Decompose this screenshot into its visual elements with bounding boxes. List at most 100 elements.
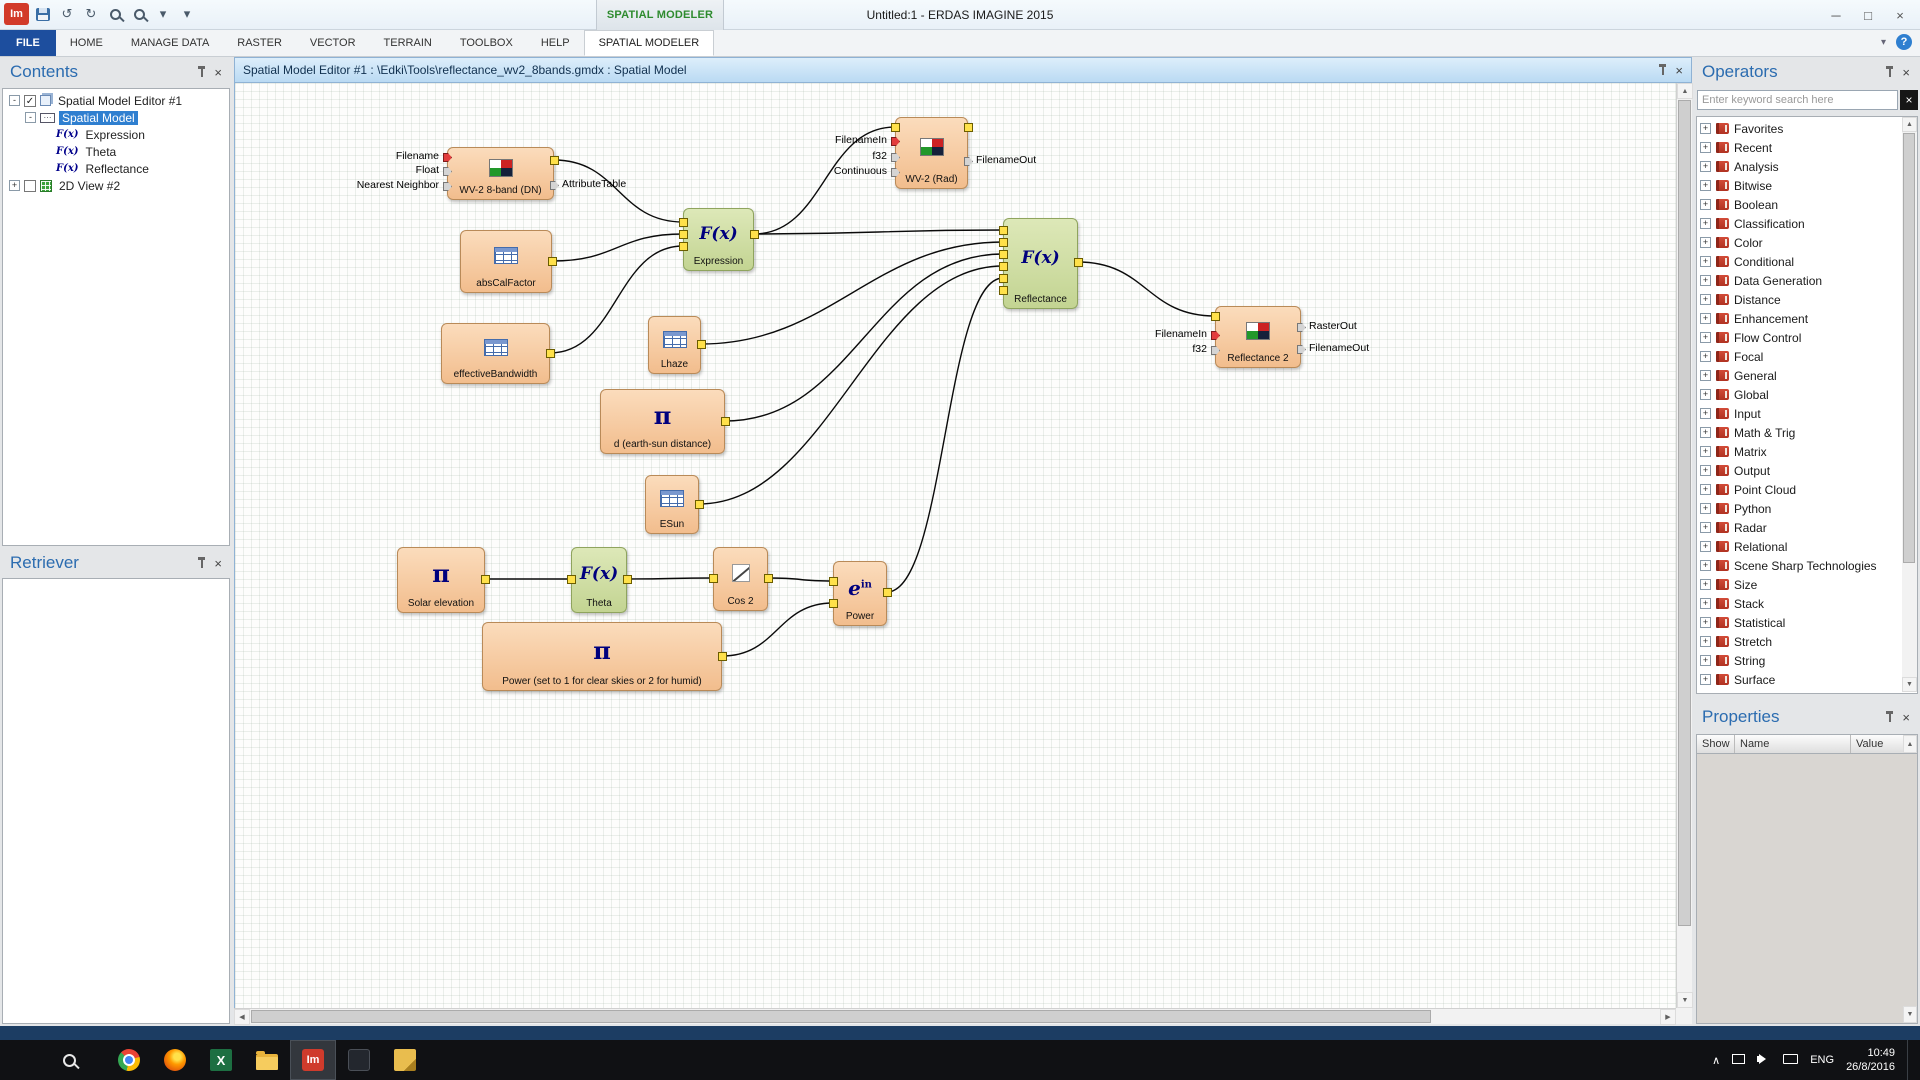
checkbox[interactable] bbox=[24, 180, 36, 192]
expand-icon[interactable]: + bbox=[1700, 370, 1711, 381]
expand-icon[interactable]: + bbox=[1700, 446, 1711, 457]
operator-category-bitwise[interactable]: +Bitwise bbox=[1700, 176, 1917, 195]
column-header-show[interactable]: Show bbox=[1697, 735, 1735, 753]
operator-category-focal[interactable]: +Focal bbox=[1700, 347, 1917, 366]
save-icon[interactable] bbox=[33, 2, 53, 26]
ribbon-tab-help[interactable]: HELP bbox=[527, 30, 584, 56]
model-canvas[interactable]: FilenameFloatNearest NeighborAttributeTa… bbox=[234, 83, 1676, 1008]
vertical-scrollbar-thumb[interactable] bbox=[1678, 100, 1691, 926]
ribbon-tab-raster[interactable]: RASTER bbox=[223, 30, 296, 56]
yellow-port[interactable] bbox=[829, 599, 838, 608]
expand-icon[interactable]: + bbox=[1700, 465, 1711, 476]
operator-category-size[interactable]: +Size bbox=[1700, 575, 1917, 594]
tree-item-spatial-model[interactable]: -Spatial Model bbox=[3, 109, 229, 126]
expand-icon[interactable]: + bbox=[1700, 237, 1711, 248]
yellow-port[interactable] bbox=[1211, 312, 1220, 321]
operators-scrollbar-thumb[interactable] bbox=[1903, 133, 1915, 563]
operator-category-input[interactable]: +Input bbox=[1700, 404, 1917, 423]
expand-icon[interactable]: + bbox=[1700, 142, 1711, 153]
node-effband[interactable]: effectiveBandwidth bbox=[441, 323, 550, 384]
operator-category-scene-sharp-technologies[interactable]: +Scene Sharp Technologies bbox=[1700, 556, 1917, 575]
tool-dropdown-icon[interactable]: ▾ bbox=[153, 2, 173, 26]
operator-category-output[interactable]: +Output bbox=[1700, 461, 1917, 480]
operator-category-boolean[interactable]: +Boolean bbox=[1700, 195, 1917, 214]
file-explorer-app[interactable] bbox=[244, 1040, 290, 1080]
expand-icon[interactable]: + bbox=[1700, 180, 1711, 191]
language-indicator[interactable]: ENG bbox=[1810, 1054, 1834, 1066]
scroll-up-button[interactable]: ▲ bbox=[1903, 735, 1917, 753]
expand-icon[interactable]: + bbox=[1700, 218, 1711, 229]
expand-icon[interactable]: + bbox=[1700, 503, 1711, 514]
expand-icon[interactable]: + bbox=[1700, 275, 1711, 286]
operator-category-distance[interactable]: +Distance bbox=[1700, 290, 1917, 309]
close-icon[interactable]: × bbox=[1675, 64, 1683, 77]
help-icon[interactable]: ? bbox=[1896, 34, 1912, 50]
expand-icon[interactable]: + bbox=[1700, 313, 1711, 324]
tree-item-spatial-model-editor-1[interactable]: -✓Spatial Model Editor #1 bbox=[3, 92, 229, 109]
yellow-port[interactable] bbox=[679, 218, 688, 227]
operator-category-python[interactable]: +Python bbox=[1700, 499, 1917, 518]
ribbon-tab-manage-data[interactable]: MANAGE DATA bbox=[117, 30, 223, 56]
undo-icon[interactable]: ↺ bbox=[57, 2, 77, 26]
start-button[interactable] bbox=[0, 1040, 46, 1080]
display-icon[interactable] bbox=[1732, 1053, 1745, 1067]
tree-item-2d-view-2[interactable]: +2D View #2 bbox=[3, 177, 229, 194]
expand-icon[interactable]: + bbox=[1700, 427, 1711, 438]
yellow-port[interactable] bbox=[999, 250, 1008, 259]
node-reflectance2[interactable]: Reflectance 2 bbox=[1215, 306, 1301, 368]
yellow-port[interactable] bbox=[750, 230, 759, 239]
volume-icon[interactable] bbox=[1757, 1053, 1771, 1068]
node-d_earth[interactable]: πd (earth-sun distance) bbox=[600, 389, 725, 454]
expand-icon[interactable]: + bbox=[1700, 598, 1711, 609]
operator-category-favorites[interactable]: +Favorites bbox=[1700, 119, 1917, 138]
operator-category-math-trig[interactable]: +Math & Trig bbox=[1700, 423, 1917, 442]
expand-icon[interactable]: + bbox=[1700, 655, 1711, 666]
yellow-port[interactable] bbox=[709, 574, 718, 583]
filenameout-port[interactable] bbox=[964, 157, 973, 166]
ribbon-tab-home[interactable]: HOME bbox=[56, 30, 117, 56]
ribbon-tab-vector[interactable]: VECTOR bbox=[296, 30, 370, 56]
column-header-name[interactable]: Name bbox=[1735, 735, 1851, 753]
operator-category-relational[interactable]: +Relational bbox=[1700, 537, 1917, 556]
scroll-down-button[interactable]: ▼ bbox=[1902, 677, 1917, 692]
expand-icon[interactable]: + bbox=[1700, 161, 1711, 172]
erdas-imagine-app[interactable]: Im bbox=[290, 1040, 336, 1080]
operator-category-stack[interactable]: +Stack bbox=[1700, 594, 1917, 613]
tree-item-theta[interactable]: F(x)Theta bbox=[3, 143, 229, 160]
operator-category-radar[interactable]: +Radar bbox=[1700, 518, 1917, 537]
filenameout-port[interactable] bbox=[1297, 345, 1306, 354]
expand-icon[interactable]: + bbox=[1700, 351, 1711, 362]
ribbon-tab-file[interactable]: FILE bbox=[0, 30, 56, 56]
pin-icon[interactable] bbox=[1885, 711, 1894, 723]
operator-category-flow-control[interactable]: +Flow Control bbox=[1700, 328, 1917, 347]
node-reflectance[interactable]: F(x)Reflectance bbox=[1003, 218, 1078, 309]
expand-icon[interactable]: + bbox=[1700, 484, 1711, 495]
close-icon[interactable]: × bbox=[1902, 711, 1910, 724]
operator-category-color[interactable]: +Color bbox=[1700, 233, 1917, 252]
operator-category-recent[interactable]: +Recent bbox=[1700, 138, 1917, 157]
scroll-left-button[interactable]: ◀ bbox=[234, 1009, 250, 1025]
yellow-port[interactable] bbox=[999, 262, 1008, 271]
yellow-port[interactable] bbox=[891, 123, 900, 132]
rasterout-port[interactable] bbox=[1297, 323, 1306, 332]
close-icon[interactable]: × bbox=[1902, 66, 1910, 79]
tree-item-reflectance[interactable]: F(x)Reflectance bbox=[3, 160, 229, 177]
expand-icon[interactable]: + bbox=[1700, 636, 1711, 647]
operator-category-analysis[interactable]: +Analysis bbox=[1700, 157, 1917, 176]
expand-icon[interactable]: + bbox=[1700, 408, 1711, 419]
node-wv2_dn[interactable]: WV-2 8-band (DN) bbox=[447, 147, 554, 200]
yellow-port[interactable] bbox=[718, 652, 727, 661]
scroll-up-button[interactable]: ▲ bbox=[1677, 83, 1693, 99]
operator-category-enhancement[interactable]: +Enhancement bbox=[1700, 309, 1917, 328]
yellow-port[interactable] bbox=[999, 238, 1008, 247]
expand-icon[interactable]: + bbox=[1700, 332, 1711, 343]
expand-icon[interactable]: + bbox=[1700, 256, 1711, 267]
operator-category-point-cloud[interactable]: +Point Cloud bbox=[1700, 480, 1917, 499]
operator-category-data-generation[interactable]: +Data Generation bbox=[1700, 271, 1917, 290]
ribbon-tab-toolbox[interactable]: TOOLBOX bbox=[446, 30, 527, 56]
pin-icon[interactable] bbox=[1885, 66, 1894, 78]
yellow-port[interactable] bbox=[1074, 258, 1083, 267]
operators-search-input[interactable] bbox=[1697, 90, 1898, 110]
close-button[interactable]: × bbox=[1884, 3, 1916, 27]
yellow-port[interactable] bbox=[999, 226, 1008, 235]
